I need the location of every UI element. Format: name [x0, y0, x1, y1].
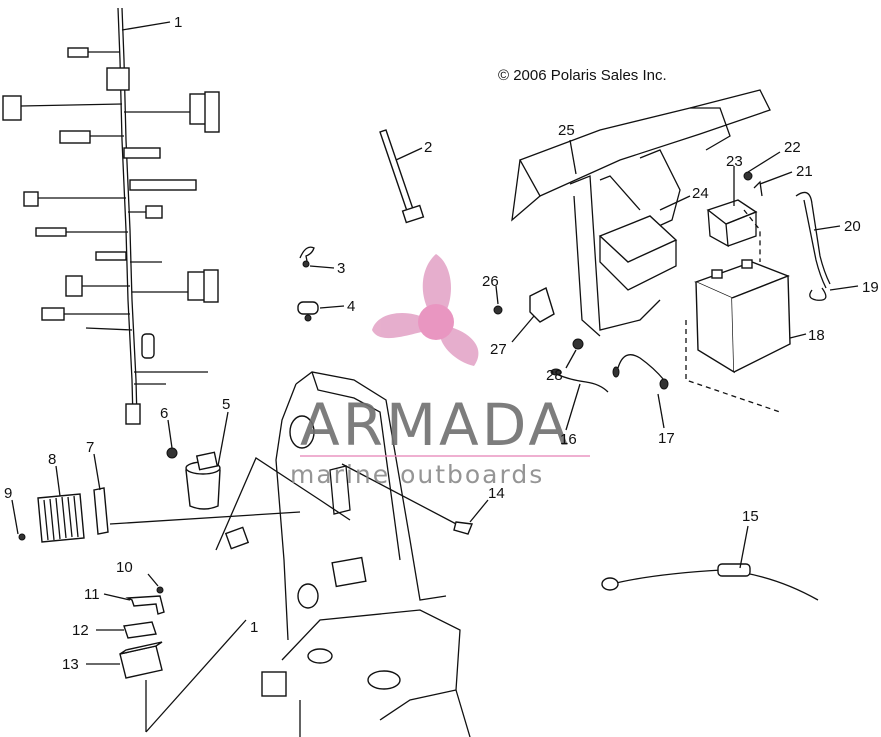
- grommet-part-4: [297, 301, 319, 322]
- callout-1: 1: [174, 14, 182, 31]
- callout-8: 8: [48, 451, 56, 468]
- callout-labels: 1 1 2 3 4 5 6 7 8 9 10 11 12 13 14 15 16…: [4, 14, 879, 673]
- callout-2: 2: [424, 139, 432, 156]
- nut-part-28: [572, 338, 584, 350]
- cable-part-16: [550, 368, 609, 393]
- bolt-part-22: [743, 171, 753, 181]
- callout-5: 5: [222, 396, 230, 413]
- nut-part-6: [166, 447, 178, 459]
- module-part-13: [119, 641, 163, 679]
- callout-22: 22: [784, 139, 801, 156]
- callout-24: 24: [692, 185, 709, 202]
- routing-line: [685, 209, 781, 413]
- callout-3: 3: [337, 260, 345, 277]
- upper-frame: [511, 89, 771, 231]
- callout-7: 7: [86, 439, 94, 456]
- battery-part-18: [694, 259, 791, 374]
- cable-part-17: [612, 354, 669, 390]
- callout-1-secondary: 1: [250, 619, 258, 636]
- frame-chassis: [215, 371, 471, 737]
- callout-19: 19: [862, 279, 879, 296]
- wiring-harness: [2, 7, 220, 425]
- battery-pad-part-23: [706, 199, 758, 248]
- callout-4: 4: [347, 298, 355, 315]
- callout-20: 20: [844, 218, 861, 235]
- clip-part-21: [753, 180, 763, 197]
- callout-6: 6: [160, 405, 168, 422]
- callout-14: 14: [488, 485, 505, 502]
- callout-10: 10: [116, 559, 133, 576]
- callout-27: 27: [490, 341, 507, 358]
- callout-13: 13: [62, 656, 79, 673]
- copyright-text: © 2006 Polaris Sales Inc.: [498, 67, 667, 84]
- callout-15: 15: [742, 508, 759, 525]
- leader-lines: [11, 21, 859, 733]
- screw-part-9: [18, 533, 26, 541]
- watermark-subtitle: marine outboards: [290, 460, 544, 489]
- watermark-title: ARMADA: [300, 391, 571, 459]
- callout-26: 26: [482, 273, 499, 290]
- callout-21: 21: [796, 163, 813, 180]
- callout-11: 11: [84, 586, 100, 603]
- bracket-part-7: [93, 487, 109, 535]
- strap-part-20: [795, 191, 831, 289]
- cable-part-15: [601, 563, 819, 601]
- strap-part-2: [379, 129, 425, 224]
- callout-17: 17: [658, 430, 675, 447]
- battery-box-part-24: [598, 175, 678, 291]
- callout-18: 18: [808, 327, 825, 344]
- screw-part-10: [156, 586, 164, 594]
- watermark-logo: ARMADA marine outboards: [290, 254, 590, 489]
- clip-part-19: [809, 287, 827, 301]
- bolt-part-14: [341, 463, 473, 535]
- pad-part-12: [123, 621, 157, 639]
- heat-sink-part-8: [37, 493, 85, 543]
- bracket-part-11: [125, 595, 165, 615]
- callout-16: 16: [560, 431, 577, 448]
- callout-25: 25: [558, 122, 575, 139]
- bolt-part-26: [493, 305, 503, 315]
- propeller-icon: [372, 254, 479, 366]
- callout-9: 9: [4, 485, 12, 502]
- clamp-part-27: [529, 287, 555, 323]
- coil-part-5: [185, 451, 221, 510]
- callout-28: 28: [546, 367, 563, 384]
- bracket-part-25: [569, 175, 661, 337]
- callout-12: 12: [72, 622, 89, 639]
- clip-part-3: [299, 246, 315, 268]
- callout-23: 23: [726, 153, 743, 170]
